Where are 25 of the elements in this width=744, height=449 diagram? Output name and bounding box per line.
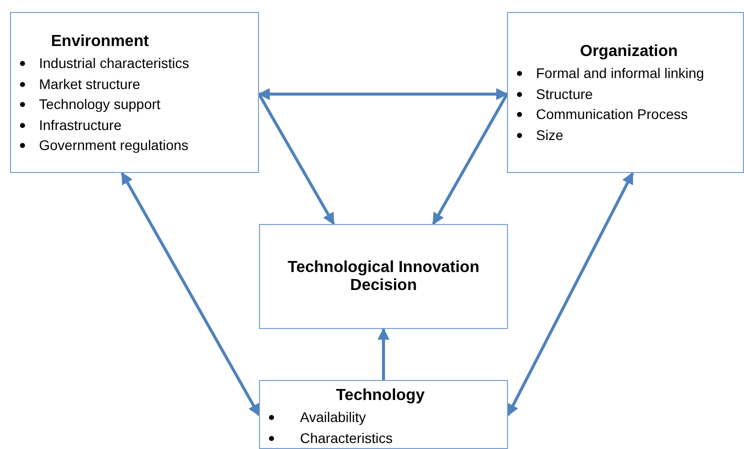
bullet-item: Formal and informal linking: [536, 65, 704, 81]
arrow: [258, 93, 335, 226]
bullet-item: Availability: [300, 409, 366, 425]
box-title: Organization: [580, 43, 678, 61]
bullet-item: Structure: [536, 86, 593, 102]
bullet-item: Government regulations: [39, 137, 188, 153]
bullet-item: Size: [536, 126, 564, 142]
bullet-item: Infrastructure: [39, 116, 122, 132]
box-title: Technological Innovation Decision: [286, 258, 480, 294]
bullet-item: Industrial characteristics: [39, 55, 190, 71]
text-box: [10, 12, 259, 173]
bullet-item: Market structure: [39, 76, 140, 92]
double-arrow: [506, 172, 634, 416]
bullet-item: Characteristics: [300, 430, 393, 446]
double-arrow: [258, 88, 508, 100]
arrow: [432, 93, 508, 226]
double-arrow: [120, 172, 260, 416]
arrow: [378, 328, 390, 380]
text-box: [259, 224, 508, 329]
box-title: Environment: [51, 33, 149, 51]
bullet-item: Communication Process: [536, 106, 688, 122]
text-box: [259, 380, 508, 449]
bullet-item: Technology support: [39, 96, 160, 112]
box-title: Technology: [336, 387, 425, 405]
text-box: [507, 12, 744, 173]
